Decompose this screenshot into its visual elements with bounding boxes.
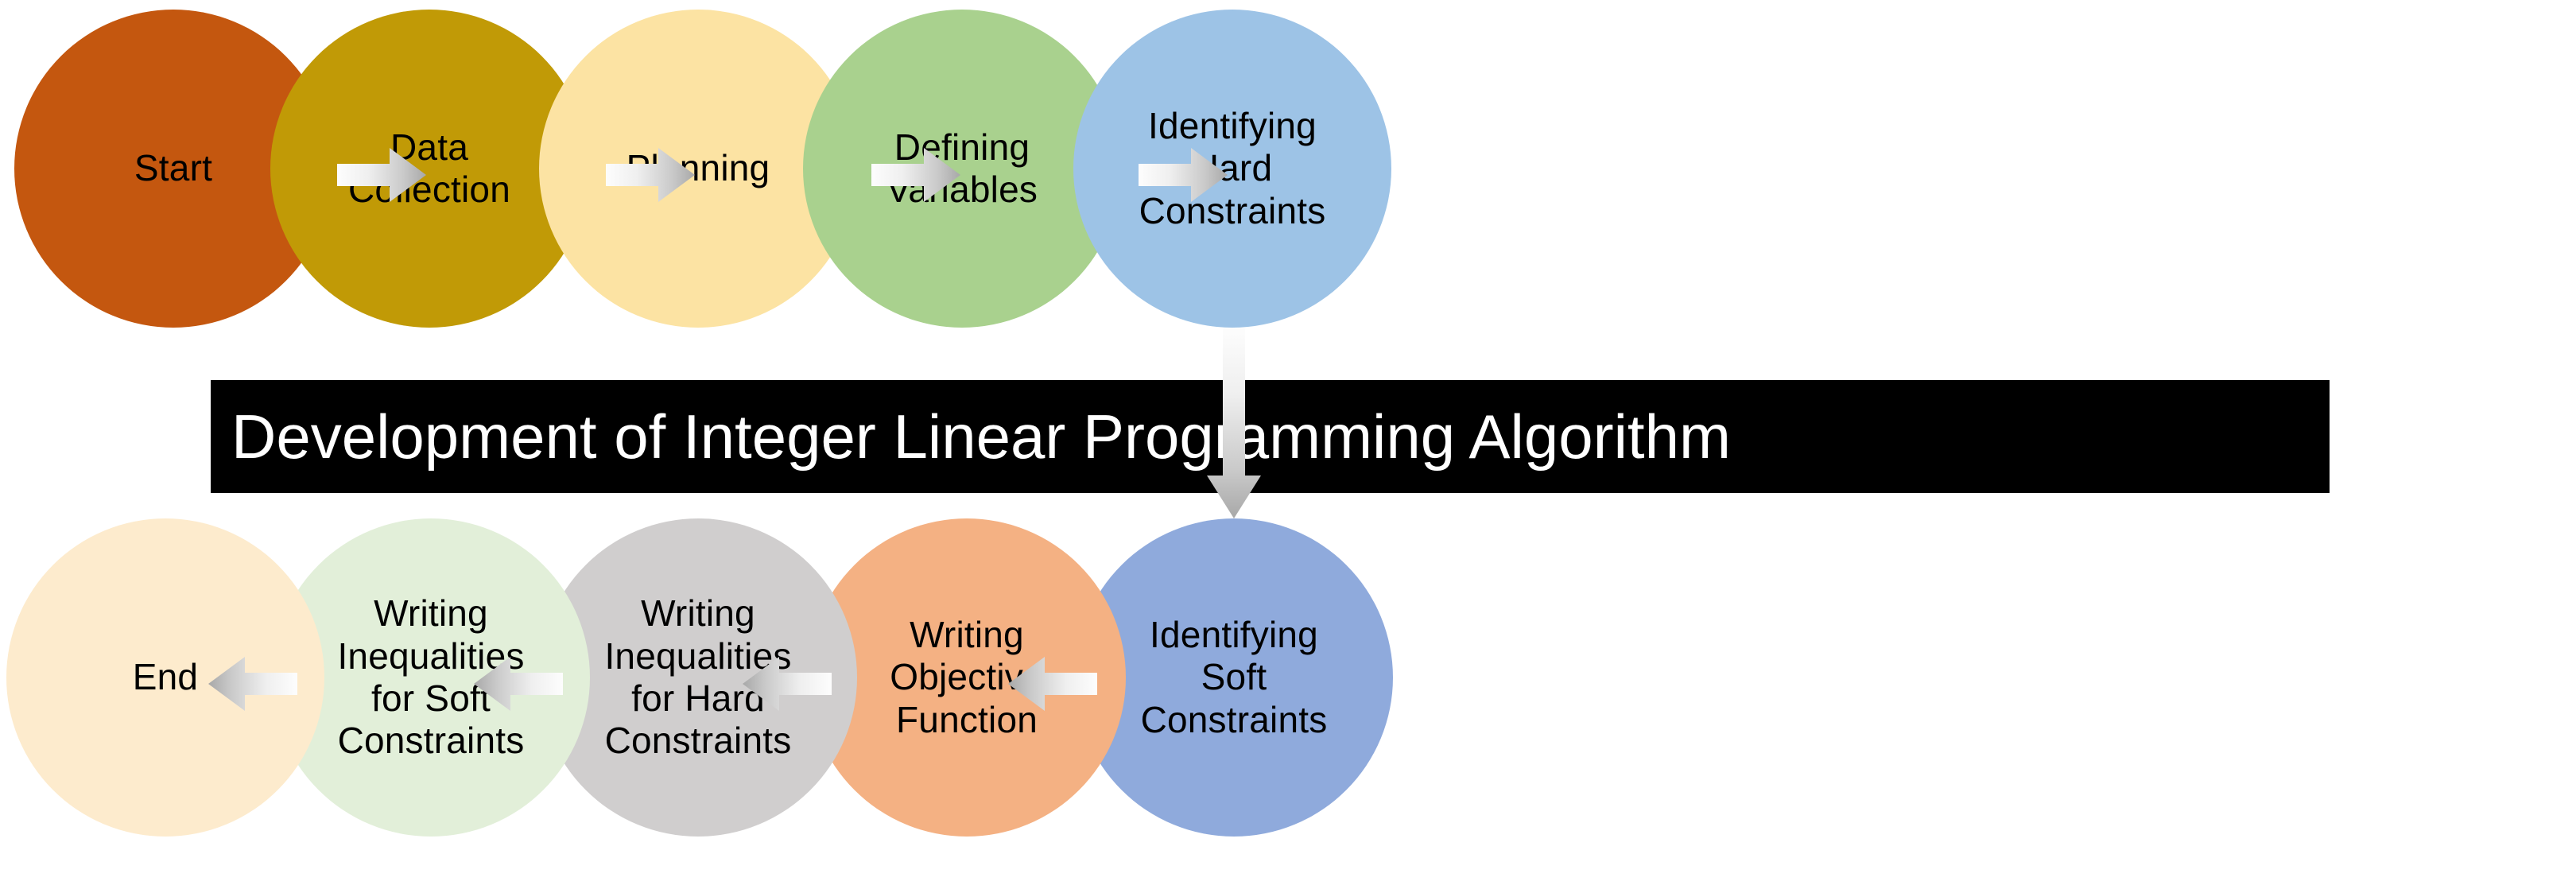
arrow-start-to-data-collection — [337, 148, 426, 202]
arrow-defining-variables-to-identifying-hard-constraints — [1139, 148, 1228, 202]
arrow-data-collection-to-planning — [606, 148, 695, 202]
node-identifying-soft-constraints[interactable]: Identifying Soft Constraints — [1075, 518, 1393, 837]
title-banner: Development of Integer Linear Programmin… — [211, 380, 2330, 493]
node-data-collection[interactable]: Data Collection — [270, 10, 588, 328]
node-defining-variables[interactable]: Defining Variables — [803, 10, 1121, 328]
arrow-identifying-soft-to-writing-objective — [1008, 657, 1097, 711]
node-start-label: Start — [134, 147, 213, 189]
arrow-planning-to-defining-variables — [871, 148, 960, 202]
node-identifying-soft-constraints-label: Identifying Soft Constraints — [1140, 613, 1328, 740]
node-end-label: End — [132, 656, 199, 698]
node-writing-inequalities-soft-label: Writing Inequalities for Soft Constraint… — [337, 592, 525, 762]
arrow-writing-objective-to-inequalities-hard — [743, 657, 832, 711]
arrow-inequalities-hard-to-inequalities-soft — [474, 657, 563, 711]
title-banner-text: Development of Integer Linear Programmin… — [231, 402, 1731, 472]
arrow-identifying-hard-to-identifying-soft — [1207, 328, 1261, 518]
arrow-inequalities-soft-to-end — [208, 657, 297, 711]
node-writing-inequalities-hard-label: Writing Inequalities for Hard Constraint… — [604, 592, 792, 762]
node-identifying-hard-constraints[interactable]: Identifying Hard Constraints — [1073, 10, 1391, 328]
